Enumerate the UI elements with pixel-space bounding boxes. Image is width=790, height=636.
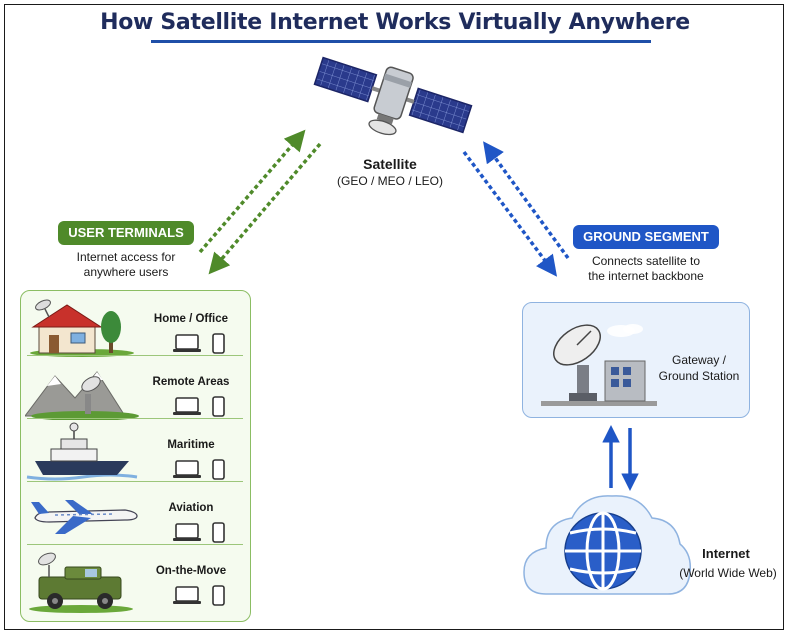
row-divider: [27, 481, 243, 482]
terminal-label-home: Home / Office: [153, 313, 229, 325]
row-divider: [27, 355, 243, 356]
satellite-orbit-label: (GEO / MEO / LEO): [336, 174, 443, 188]
laptop-phone-icon: [173, 522, 225, 543]
ground-segment-desc-line1: Connects satellite to: [591, 254, 701, 268]
laptop-phone-icon: [173, 585, 225, 606]
laptop-phone-icon: [173, 333, 225, 354]
terminal-row-remote: Remote Areas: [21, 356, 249, 420]
gateway-panel: [522, 302, 750, 418]
title-underline: [151, 40, 651, 43]
diagram-title: How Satellite Internet Works Virtually A…: [100, 10, 690, 35]
internet-sub-label: (World Wide Web): [679, 566, 777, 580]
terminal-label-aviation: Aviation: [168, 502, 214, 514]
vehicle-dish-icon: [29, 552, 133, 613]
downlink-arrow-green: [208, 142, 322, 275]
satellite-icon: [313, 56, 473, 136]
gateway-label: Gateway / Ground Station: [644, 352, 754, 384]
user-terminals-badge: USER TERMINALS: [58, 221, 194, 245]
airplane-icon: [31, 500, 138, 534]
gateway-label-line1: Gateway /: [671, 353, 727, 367]
ground-station-dish-icon: [541, 324, 657, 406]
satellite-label: Satellite: [363, 156, 417, 172]
row-divider: [27, 418, 243, 419]
laptop-phone-icon: [173, 459, 225, 480]
ship-icon: [26, 422, 138, 481]
mountain-dish-icon: [25, 371, 139, 420]
terminal-row-aviation: Aviation: [21, 482, 249, 545]
terminal-label-remote: Remote Areas: [152, 376, 230, 388]
downlink-arrow-blue: [462, 150, 558, 277]
row-divider: [27, 544, 243, 545]
ground-segment-badge: GROUND SEGMENT: [573, 225, 719, 249]
uplink-arrow-blue: [483, 141, 570, 260]
internet-label: Internet: [702, 546, 750, 561]
terminal-label-on-the-move: On-the-Move: [155, 565, 227, 577]
user-terminals-desc-line1: Internet access for: [76, 250, 176, 264]
terminal-row-on-the-move: On-the-Move: [21, 545, 249, 613]
ground-segment-desc-line2: the internet backbone: [588, 269, 704, 283]
user-terminals-desc-line2: anywhere users: [83, 265, 169, 279]
laptop-phone-icon: [173, 396, 225, 417]
terminal-label-maritime: Maritime: [167, 439, 215, 451]
gateway-label-line2: Ground Station: [658, 369, 740, 383]
ground-segment-description: Connects satellite to the internet backb…: [570, 254, 722, 284]
user-terminals-description: Internet access for anywhere users: [60, 250, 192, 280]
terminal-row-maritime: Maritime: [21, 419, 249, 482]
house-dish-icon: [30, 299, 134, 357]
uplink-arrow-green: [198, 129, 306, 254]
user-terminals-panel: Home / Office Remote Areas: [20, 290, 251, 622]
terminal-row-home: Home / Office: [21, 293, 249, 357]
